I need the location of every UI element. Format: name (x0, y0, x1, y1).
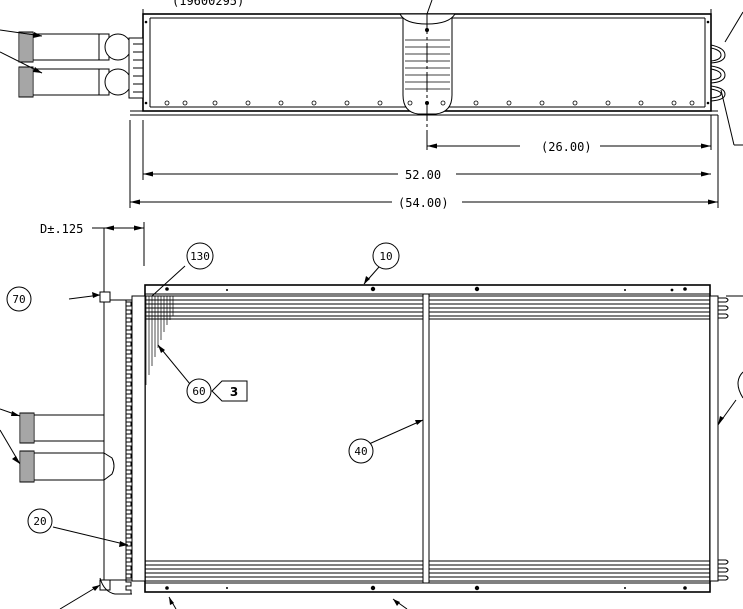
balloon-70-text: 70 (12, 293, 25, 306)
offset-dimension: D±.125 (40, 222, 145, 300)
dim-fin-length: 52.00 (405, 168, 441, 182)
left-header (99, 291, 133, 595)
dim-half-length: (26.00) (541, 140, 592, 154)
center-support (422, 293, 430, 584)
balloon-40-text: 40 (354, 445, 367, 458)
balloon-130: 130 (186, 242, 214, 270)
note-flag-text: 3 (230, 385, 238, 399)
leader-lines (52, 265, 424, 609)
dim-offset-label: D±.125 (40, 222, 83, 236)
left-tube-sheet (131, 295, 146, 582)
top-bolt-holes (164, 100, 695, 106)
balloon-40: 40 (348, 438, 374, 464)
balloon-130-text: 130 (190, 250, 210, 263)
balloon-10-text: 10 (379, 250, 392, 263)
right-tube-sheet (709, 295, 719, 582)
balloon-20-text: 20 (33, 515, 46, 528)
top-view: (19600295) (0, 0, 743, 210)
front-connections (0, 408, 115, 483)
balloon-70: 70 (6, 286, 32, 312)
balloon-60: 60 3 (186, 378, 248, 404)
balloon-20: 20 (27, 508, 53, 534)
front-right-bends (717, 295, 743, 581)
fin-hatch-detail (145, 296, 174, 385)
top-fin-detail (399, 0, 456, 150)
balloon-60-text: 60 (192, 385, 205, 398)
dim-overall-length: (54.00) (398, 196, 449, 210)
part-number-label: (19600295) (172, 0, 244, 8)
balloon-10: 10 (372, 242, 400, 270)
top-right-bends (710, 11, 743, 146)
top-left-dots (144, 20, 710, 105)
note-flag (211, 380, 248, 402)
top-left-connections (0, 29, 144, 99)
front-view: D±.125 (0, 222, 743, 609)
top-dimensions: (26.00) 52.00 (54.00) (129, 115, 719, 210)
